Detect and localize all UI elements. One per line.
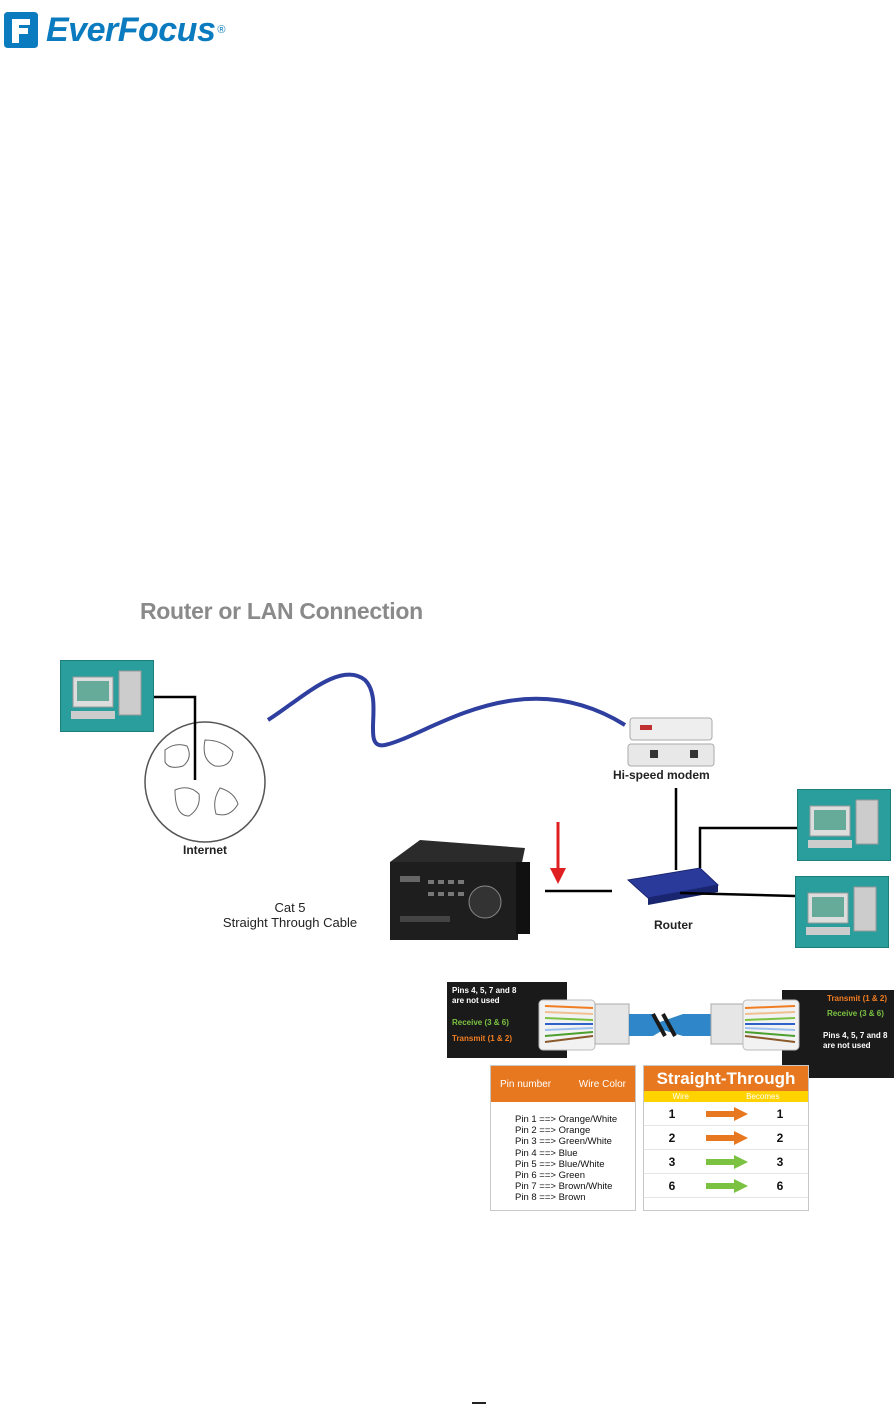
computer-lan-2: [795, 876, 889, 948]
left-unused-line2: are not used: [452, 996, 500, 1005]
wire-color-header: Wire Color: [578, 1078, 626, 1090]
everfocus-logo: EverFocus ®: [0, 8, 225, 52]
straight-through-title: Straight-Through: [644, 1066, 808, 1091]
arrow-icon: [706, 1178, 748, 1193]
pin-list: Pin 1 ==> Orange/White Pin 2 ==> Orange …: [491, 1102, 635, 1204]
straight-through-subheader: Wire Becomes: [644, 1091, 808, 1102]
modem-label: Hi-speed modem: [613, 768, 710, 782]
list-item: Pin 4 ==> Blue: [515, 1147, 578, 1159]
computer-icon: [806, 886, 877, 935]
computer-lan-1: [797, 789, 891, 861]
left-transmit-label: Transmit (1 & 2): [452, 1034, 513, 1043]
wire-number: 6: [668, 1178, 676, 1193]
list-item: Pin 6 ==> Green: [515, 1170, 585, 1182]
page-number-mark: [472, 1402, 486, 1404]
diagram-title: Router or LAN Connection: [140, 598, 423, 624]
router-pc2-link: [679, 891, 796, 898]
right-receive-label: Receive (3 & 6): [827, 1009, 884, 1018]
left-unused-line1: Pins 4, 5, 7 and 8: [452, 986, 517, 995]
arrow-icon: [706, 1154, 748, 1169]
becomes-number: 6: [776, 1178, 784, 1193]
modem-icon: [627, 717, 715, 767]
list-item: Pin 5 ==> Blue/White: [515, 1158, 605, 1170]
logo-mark-icon: [4, 12, 38, 48]
wire-number: 2: [668, 1130, 676, 1145]
wire-number: 1: [668, 1106, 676, 1121]
list-item: Pin 2 ==> Orange: [515, 1125, 591, 1137]
internet-cable: [266, 672, 627, 748]
right-unused-line1: Pins 4, 5, 7 and 8: [823, 1031, 888, 1040]
computer-icon: [808, 799, 879, 848]
becomes-number: 1: [776, 1106, 784, 1121]
rj45-cable-illustration: [538, 999, 800, 1051]
right-connector-panel: Transmit (1 & 2) Receive (3 & 6) Pins 4,…: [782, 990, 894, 1078]
router-pc1-link: [698, 826, 800, 868]
arrow-icon: [706, 1106, 748, 1121]
dvr-icon: [390, 840, 530, 940]
red-arrow-icon: [550, 822, 566, 884]
wire-number: 3: [668, 1154, 676, 1169]
pc-globe-link: [150, 695, 197, 780]
pin-number-header: Pin number: [500, 1078, 552, 1090]
right-rj45-plug-icon: [710, 999, 800, 1051]
right-transmit-label: Transmit (1 & 2): [827, 994, 888, 1003]
pin-table-header: Pin number Wire Color: [491, 1066, 635, 1102]
pin-color-table: Pin number Wire Color Pin 1 ==> Orange/W…: [490, 1065, 636, 1211]
left-receive-label: Receive (3 & 6): [452, 1018, 509, 1027]
right-unused-line2: are not used: [823, 1041, 871, 1050]
router-icon: [626, 867, 720, 905]
becomes-header: Becomes: [746, 1092, 780, 1101]
computer-internet: [60, 660, 154, 732]
registered-mark: ®: [217, 24, 226, 36]
globe-icon: [144, 721, 266, 843]
becomes-number: 2: [776, 1130, 784, 1145]
list-item: Pin 3 ==> Green/White: [515, 1136, 612, 1148]
internet-label: Internet: [183, 843, 228, 857]
list-item: Pin 7 ==> Brown/White: [515, 1181, 613, 1193]
computer-icon: [71, 670, 142, 719]
brand-name: EverFocus: [46, 10, 216, 49]
list-item: Pin 8 ==> Brown: [515, 1192, 586, 1204]
cable-label-line1: Cat 5: [274, 900, 306, 915]
cable-label: Cat 5 Straight Through Cable: [210, 900, 370, 930]
router-label: Router: [654, 918, 693, 932]
network-diagram: [144, 672, 800, 940]
arrow-icon: [706, 1130, 748, 1145]
list-item: Pin 1 ==> Orange/White: [515, 1114, 618, 1125]
becomes-number: 3: [776, 1154, 784, 1169]
left-rj45-plug-icon: [538, 999, 630, 1051]
cable-label-line2: Straight Through Cable: [222, 915, 358, 930]
wire-header: Wire: [672, 1092, 689, 1101]
